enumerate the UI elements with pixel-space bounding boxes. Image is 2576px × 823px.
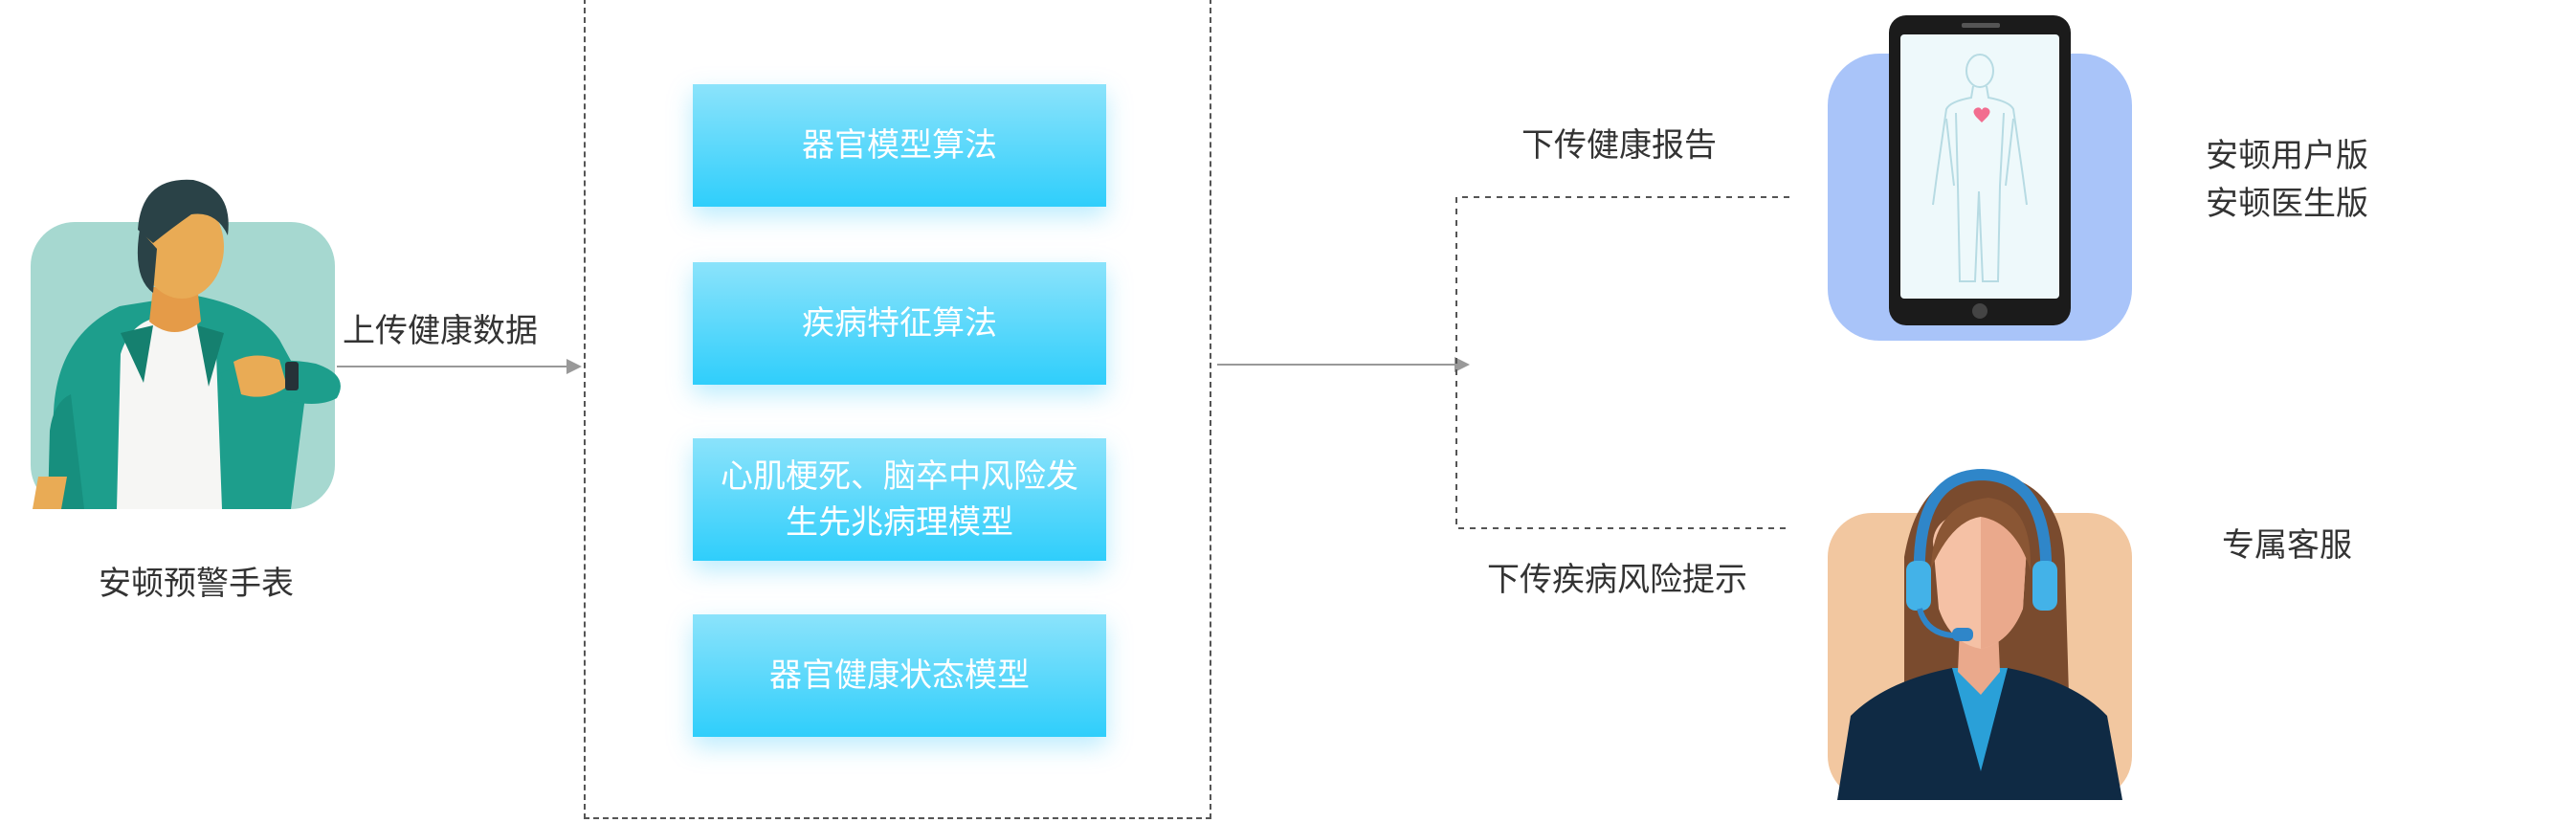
- output-arrow: [1217, 357, 1470, 372]
- model-label-line-1: 心肌梗死、脑卒中风险发: [721, 457, 1078, 496]
- customer-service-agent-icon: [1828, 468, 2132, 800]
- model-label-line-2: 生先兆病理模型: [786, 503, 1013, 542]
- customer-service-illustration: [1828, 465, 2143, 800]
- device-label: 安顿预警手表: [99, 565, 294, 603]
- model-disease-feature-algorithm: 疾病特征算法: [693, 262, 1106, 385]
- service-label: 专属客服: [2222, 526, 2352, 565]
- model-label: 疾病特征算法: [802, 304, 997, 343]
- upload-arrow: [337, 359, 582, 374]
- watch-user-illustration: [29, 172, 364, 517]
- risk-label: 下传疾病风险提示: [1487, 561, 1747, 599]
- models-container: [584, 0, 1211, 819]
- body-scan-phone-icon: [1828, 15, 2132, 341]
- app-version-doctor: 安顿医生版: [2206, 185, 2368, 223]
- model-label: 器官健康状态模型: [769, 656, 1030, 695]
- app-version-user: 安顿用户版: [2206, 137, 2368, 175]
- upload-label: 上传健康数据: [343, 312, 538, 350]
- model-label: 器官模型算法: [802, 126, 997, 165]
- model-organ-health-state: 器官健康状态模型: [693, 614, 1106, 737]
- model-pathology-risk: 心肌梗死、脑卒中风险发 生先兆病理模型: [693, 438, 1106, 561]
- distribution-bracket: [1455, 196, 1789, 529]
- model-organ-algorithm: 器官模型算法: [693, 84, 1106, 207]
- app-versions: 安顿用户版 安顿医生版: [2191, 132, 2383, 228]
- watch-user-icon: [31, 179, 341, 509]
- phone-illustration: [1828, 13, 2143, 344]
- report-label: 下传健康报告: [1521, 126, 1717, 165]
